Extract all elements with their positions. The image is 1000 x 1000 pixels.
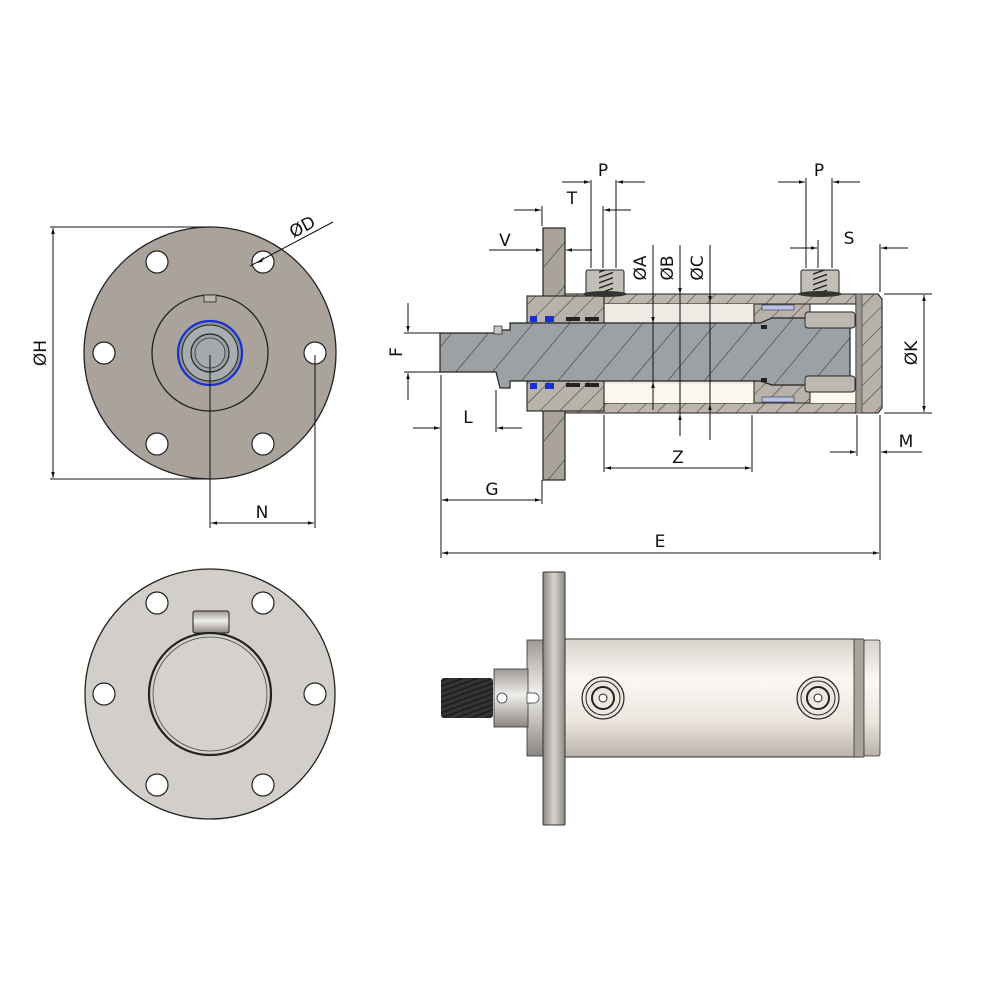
- dim-label-n: N: [256, 503, 269, 523]
- rear-view: [84, 568, 336, 820]
- retaining-ring: [855, 293, 863, 414]
- flange-side: [542, 571, 566, 826]
- rear-port-boss: [192, 610, 230, 634]
- dim-label-z: Z: [672, 448, 684, 468]
- dim-label-phi-h: ØH: [31, 340, 51, 366]
- dim-label-phi-b: ØB: [658, 255, 678, 280]
- port-rear: [798, 269, 842, 297]
- dim-label-s: S: [844, 229, 855, 249]
- rear-bolt-holes: [92, 591, 327, 797]
- section-view: P T V ØA ØB ØC P: [387, 161, 932, 560]
- dim-label-t: T: [566, 189, 578, 209]
- dim-label-phi-c: ØC: [688, 255, 708, 280]
- dim-label-l: L: [463, 408, 473, 428]
- rod-nut-top: [804, 311, 856, 329]
- dim-label-g: G: [485, 480, 498, 500]
- dim-label-phi-d: ØD: [286, 213, 319, 243]
- front-view-flange-end: ØH ØD N: [31, 213, 337, 528]
- dim-label-phi-a: ØA: [631, 255, 651, 280]
- piston-seal-bottom: [761, 396, 795, 403]
- rod-nut-bottom: [804, 375, 856, 393]
- dim-label-p-rear: P: [814, 161, 824, 181]
- rear-groove: [853, 638, 865, 758]
- key-notch: [203, 294, 217, 303]
- dim-label-m: M: [899, 432, 914, 452]
- port-boss-rear: [796, 676, 840, 720]
- port-boss-front: [581, 676, 625, 720]
- dim-label-p-front: P: [598, 161, 608, 181]
- rod-seals: [530, 316, 554, 389]
- bolt-holes: [92, 250, 327, 456]
- port-front: [583, 269, 627, 297]
- dim-label-phi-k: ØK: [902, 340, 922, 365]
- rear-cap: [147, 631, 273, 757]
- dim-label-e: E: [655, 532, 666, 552]
- dim-label-f: F: [387, 347, 407, 357]
- rear-cap-side: [863, 639, 881, 757]
- dim-label-v: V: [499, 231, 511, 251]
- side-view-3d: [441, 571, 881, 826]
- piston-seal-top: [761, 304, 795, 311]
